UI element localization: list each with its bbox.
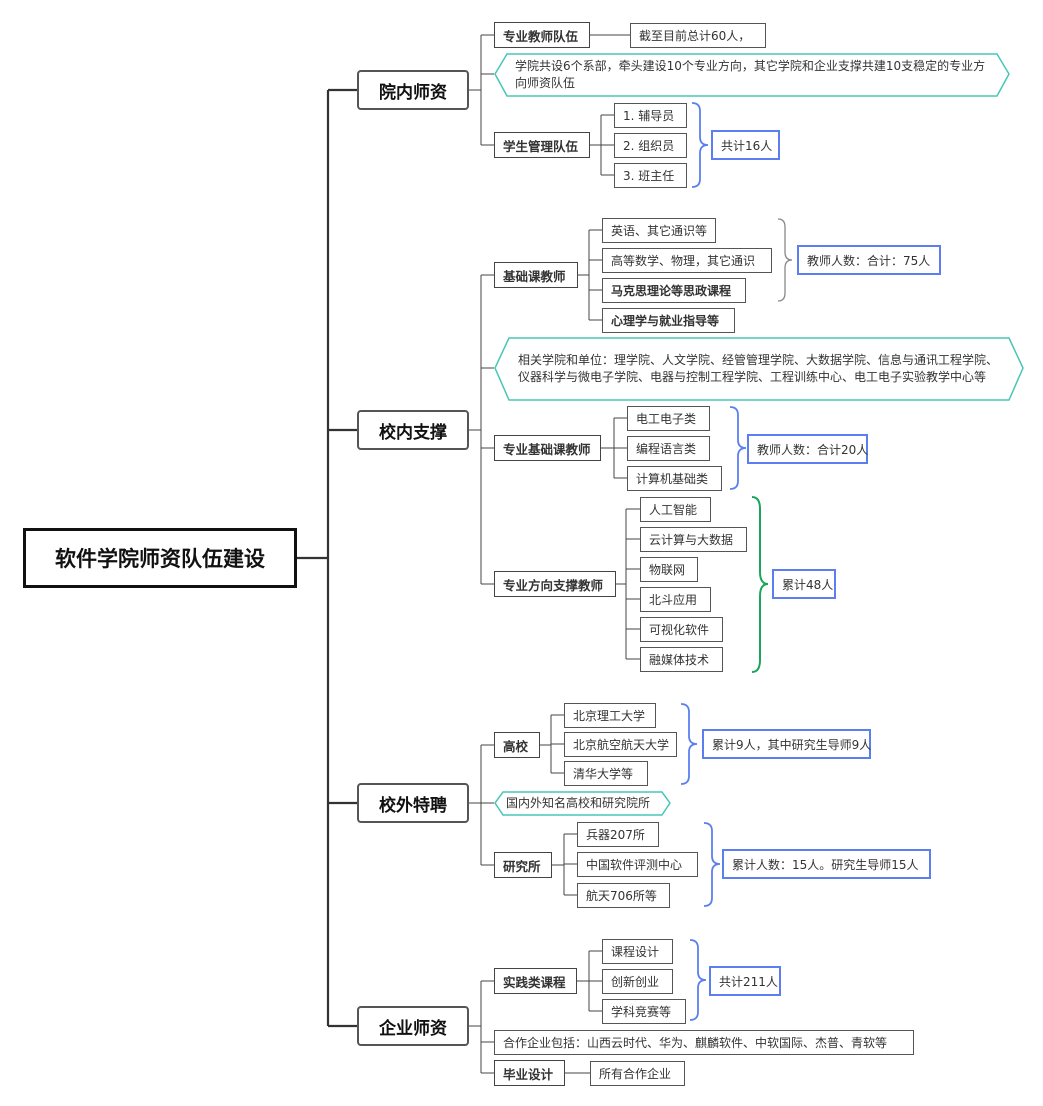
- direction-node[interactable]: 专业方向支撑教师: [494, 571, 616, 597]
- basic-item[interactable]: 心理学与就业指导等: [602, 308, 735, 333]
- direction-item[interactable]: 融媒体技术: [640, 647, 723, 672]
- student-mgmt-item[interactable]: 1. 辅导员: [614, 103, 687, 128]
- branch-external[interactable]: 校外特聘: [357, 783, 469, 823]
- major-teachers-detail[interactable]: 截至目前总计60人，: [630, 23, 766, 48]
- note-external-shape: [494, 791, 671, 816]
- graduation-node[interactable]: 毕业设计: [494, 1060, 565, 1086]
- brace-green: [751, 496, 769, 673]
- basic-item[interactable]: 高等数学、物理，其它通识: [602, 248, 772, 273]
- note-external: 国内外知名高校和研究院所: [506, 796, 651, 810]
- university-item[interactable]: 北京航空航天大学: [564, 732, 677, 757]
- institute-node[interactable]: 研究所: [494, 852, 552, 878]
- note-campus: 相关学院和单位：理学院、人文学院、经管管理学院、大数据学院、信息与通讯工程学院、…: [518, 353, 999, 384]
- pro-basic-summary[interactable]: 教师人数：合计20人: [747, 434, 868, 464]
- practice-summary[interactable]: 共计211人: [709, 966, 781, 996]
- partner-companies[interactable]: 合作企业包括：山西云时代、华为、麒麟软件、中软国际、杰普、青软等: [494, 1030, 914, 1055]
- basic-item[interactable]: 马克思理论等思政课程: [602, 278, 746, 303]
- practice-item[interactable]: 学科竞赛等: [602, 999, 686, 1024]
- pro-basic-item[interactable]: 编程语言类: [627, 436, 710, 461]
- root-title[interactable]: 软件学院师资队伍建设: [23, 528, 297, 588]
- direction-item[interactable]: 人工智能: [640, 497, 711, 522]
- note-campus-shape: [494, 337, 1024, 401]
- branch-campus[interactable]: 校内支撑: [357, 410, 469, 450]
- institute-item[interactable]: 兵器207所: [577, 822, 659, 847]
- university-item[interactable]: 清华大学等: [564, 761, 648, 786]
- direction-item[interactable]: 北斗应用: [640, 587, 711, 612]
- student-mgmt-item[interactable]: 3. 班主任: [614, 163, 687, 188]
- major-teachers-node[interactable]: 专业教师队伍: [494, 22, 590, 48]
- student-mgmt-node[interactable]: 学生管理队伍: [494, 132, 590, 158]
- direction-item[interactable]: 可视化软件: [640, 617, 723, 642]
- university-item[interactable]: 北京理工大学: [564, 703, 656, 728]
- institute-summary[interactable]: 累计人数：15人。研究生导师15人: [722, 849, 931, 879]
- branch-internal[interactable]: 院内师资: [357, 70, 469, 110]
- graduation-detail[interactable]: 所有合作企业: [590, 1061, 685, 1086]
- brace-group: [680, 102, 747, 1021]
- direction-item[interactable]: 云计算与大数据: [640, 527, 747, 552]
- basic-summary[interactable]: 教师人数：合计：75人: [797, 245, 941, 275]
- practice-item[interactable]: 课程设计: [602, 939, 673, 964]
- note-internal-shape: [494, 53, 1010, 97]
- direction-item[interactable]: 物联网: [640, 557, 698, 582]
- institute-item[interactable]: 中国软件评测中心: [577, 852, 698, 877]
- university-node[interactable]: 高校: [494, 732, 540, 758]
- university-summary[interactable]: 累计9人，其中研究生导师9人: [702, 729, 871, 759]
- pro-basic-item[interactable]: 计算机基础类: [627, 466, 722, 491]
- basic-teachers-node[interactable]: 基础课教师: [494, 262, 578, 288]
- brace-gray: [777, 218, 793, 302]
- student-mgmt-summary[interactable]: 共计16人: [711, 130, 780, 160]
- practice-item[interactable]: 创新创业: [602, 969, 673, 994]
- pro-basic-node[interactable]: 专业基础课教师: [494, 435, 601, 461]
- branch-enterprise[interactable]: 企业师资: [357, 1006, 469, 1046]
- direction-summary[interactable]: 累计48人: [772, 569, 836, 599]
- student-mgmt-item[interactable]: 2. 组织员: [614, 133, 687, 158]
- note-internal: 学院共设6个系部，牵头建设10个专业方向，其它学院和企业支撑共建10支稳定的专业…: [515, 59, 986, 90]
- pro-basic-item[interactable]: 电工电子类: [627, 406, 710, 431]
- practice-node[interactable]: 实践类课程: [494, 968, 577, 994]
- basic-item[interactable]: 英语、其它通识等: [602, 218, 716, 243]
- institute-item[interactable]: 航天706所等: [577, 883, 670, 908]
